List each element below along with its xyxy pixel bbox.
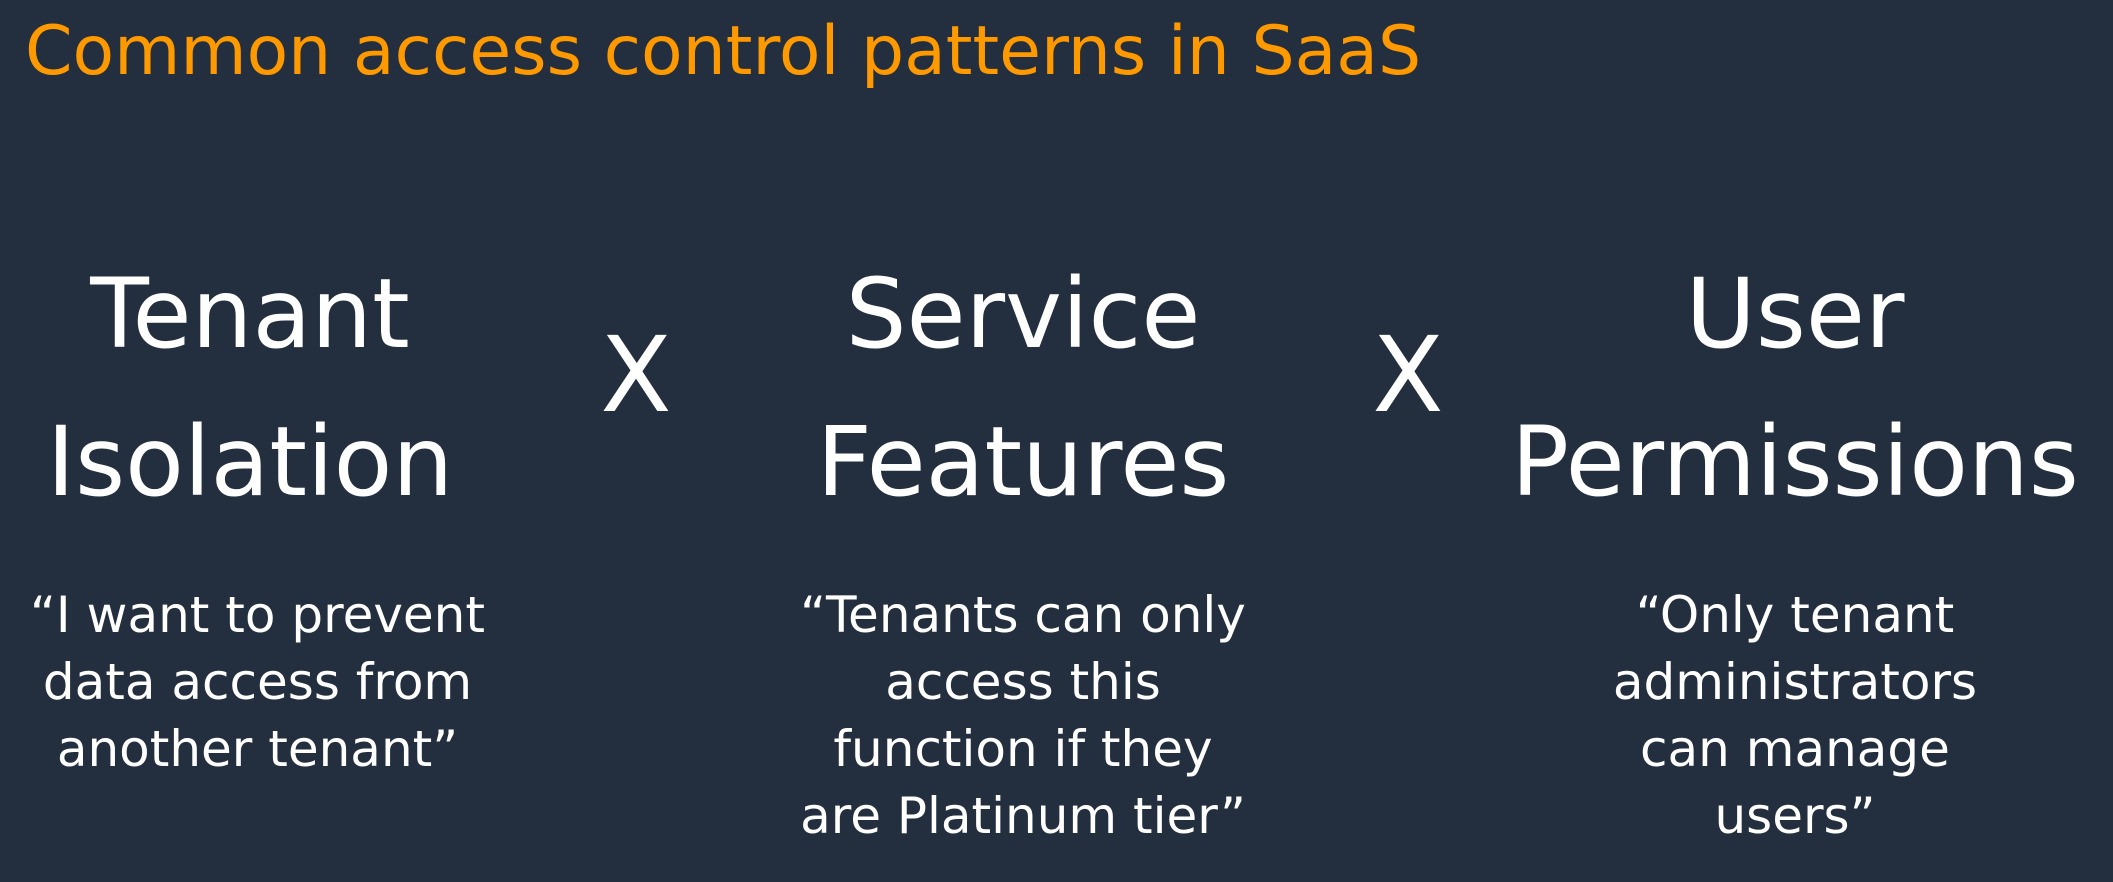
tenant-isolation-quote-line: data access from [42, 653, 473, 711]
tenant-isolation-heading: Tenant Isolation [0, 240, 500, 536]
service-features-heading-line-1: Service [845, 258, 1201, 370]
tenant-isolation-quote-line: another tenant” [56, 720, 459, 778]
user-permissions-heading-line-2: Permissions [1511, 406, 2079, 518]
user-permissions-quote-line: “Only tenant [1635, 586, 1955, 644]
tenant-isolation-heading-line-2: Isolation [46, 406, 454, 518]
multiply-operator-1: X [600, 314, 672, 436]
user-permissions-quote-line: administrators [1612, 653, 1978, 711]
tenant-isolation-quote: “I want to prevent data access from anot… [0, 582, 515, 783]
user-permissions-quote-line: can manage [1640, 720, 1950, 778]
service-features-quote-line: are Platinum tier” [800, 787, 1246, 845]
user-permissions-quote: “Only tenant administrators can manage u… [1545, 582, 2045, 850]
slide-title: Common access control patterns in SaaS [25, 12, 1422, 91]
tenant-isolation-heading-line-1: Tenant [90, 258, 410, 370]
service-features-heading-line-2: Features [816, 406, 1230, 518]
user-permissions-heading-line-1: User [1685, 258, 1905, 370]
service-features-quote-line: “Tenants can only [800, 586, 1246, 644]
service-features-quote-line: access this [885, 653, 1161, 711]
user-permissions-quote-line: users” [1714, 787, 1876, 845]
user-permissions-heading: User Permissions [1500, 240, 2090, 536]
service-features-heading: Service Features [773, 240, 1273, 536]
service-features-quote-line: function if they [833, 720, 1213, 778]
service-features-quote: “Tenants can only access this function i… [773, 582, 1273, 850]
tenant-isolation-quote-line: “I want to prevent [30, 586, 485, 644]
multiply-operator-2: X [1372, 314, 1444, 436]
